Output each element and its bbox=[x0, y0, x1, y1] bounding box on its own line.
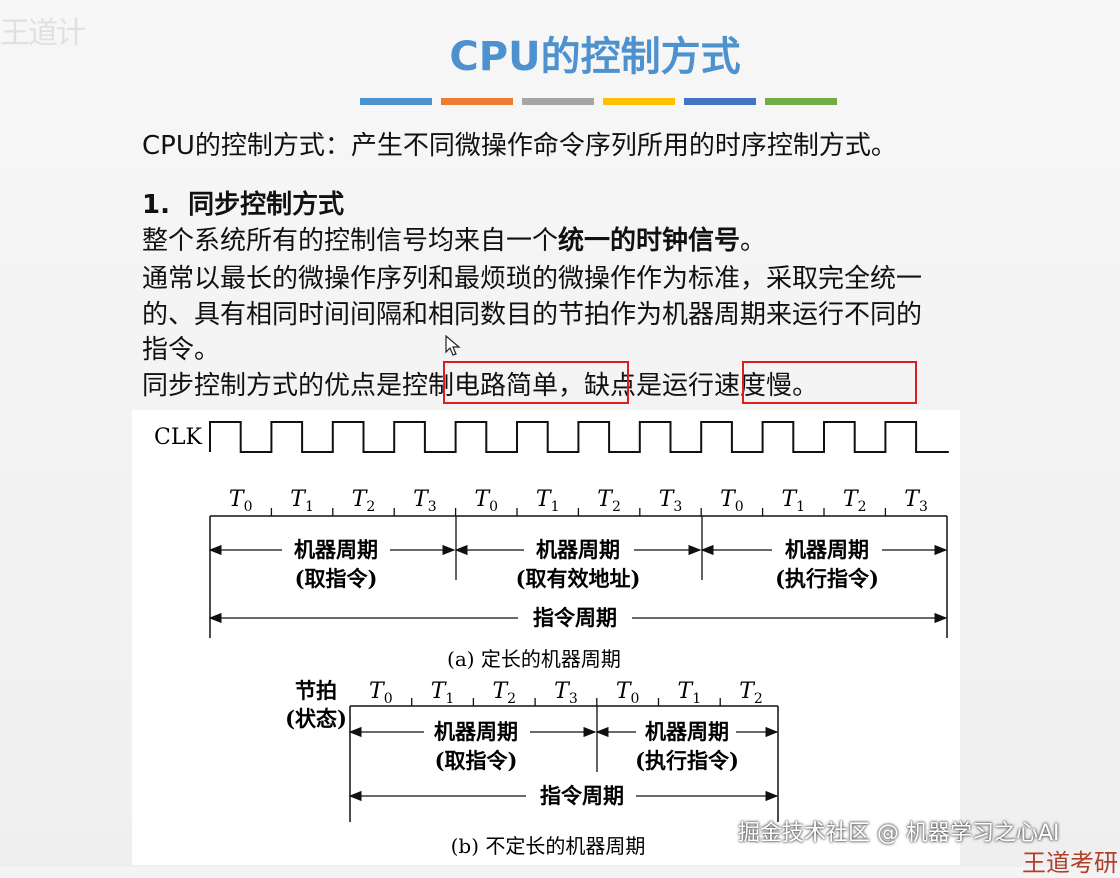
beat-label-b: T3 bbox=[554, 679, 578, 707]
paragraph-line-5: 同步控制方式的优点是控制电路简单，缺点是运行速度慢。 bbox=[142, 369, 818, 404]
line1-bold-term: 统一的时钟信号 bbox=[558, 226, 741, 256]
line5-mid: ，缺点是 bbox=[558, 371, 663, 401]
section-number: 1. bbox=[142, 190, 170, 220]
beat-label-a: T1 bbox=[290, 487, 314, 515]
instruction-cycle-label-b: 指令周期 bbox=[540, 783, 624, 808]
cycle-name-a3: (执行指令) bbox=[775, 566, 879, 591]
beat-label-b: T2 bbox=[739, 679, 763, 707]
beat-ticks-a bbox=[270, 508, 887, 516]
line5-prefix: 同步控制方式的优点是 bbox=[142, 371, 403, 401]
section-heading: 1. 同步控制方式 bbox=[142, 188, 344, 223]
slide-title: CPU的控制方式 bbox=[449, 34, 741, 80]
cycle-name-a2: (取有效地址) bbox=[516, 566, 641, 591]
beat-ticks-b bbox=[411, 698, 721, 706]
beat-label-a: T0 bbox=[229, 487, 253, 515]
caption-b: (b) 不定长的机器周期 bbox=[451, 834, 646, 858]
line1-suffix: 。 bbox=[740, 226, 767, 256]
beat-label-a: T0 bbox=[720, 487, 744, 515]
machine-cycle-label-a1: 机器周期 bbox=[294, 537, 378, 562]
cycle-name-b1: (取指令) bbox=[435, 748, 518, 773]
beat-label-a: T2 bbox=[843, 487, 867, 515]
advantage-text: 控制电路简单 bbox=[402, 371, 559, 401]
beat-label-b: 节拍 bbox=[295, 678, 337, 703]
title-color-bar bbox=[684, 98, 756, 105]
title-color-bar bbox=[441, 98, 513, 105]
machine-cycle-label-a3: 机器周期 bbox=[785, 537, 869, 562]
beat-label-a: T2 bbox=[352, 487, 376, 515]
line5-suffix: 。 bbox=[792, 371, 819, 401]
line1-prefix: 整个系统所有的控制信号均来自一个 bbox=[142, 226, 559, 256]
title-color-bar bbox=[603, 98, 675, 105]
beat-label-a: T1 bbox=[781, 487, 805, 515]
advantage-highlight-box bbox=[443, 361, 629, 404]
paragraph-line-3: 的、具有相同时间间隔和相同数目的节拍作为机器周期来运行不同的 bbox=[142, 300, 923, 330]
paragraph-line-1: 整个系统所有的控制信号均来自一个统一的时钟信号。 bbox=[142, 224, 766, 259]
instruction-cycle-label-a: 指令周期 bbox=[533, 605, 617, 630]
beat-label-a: T0 bbox=[474, 487, 498, 515]
caption-a: (a) 定长的机器周期 bbox=[447, 647, 621, 671]
disadvantage-text: 运行速度慢 bbox=[662, 371, 793, 401]
beat-label-a: T3 bbox=[659, 487, 683, 515]
paragraph-line-2: 通常以最长的微操作序列和最烦琐的微操作作为标准，采取完全统一 bbox=[142, 264, 923, 294]
beat-label-a: T2 bbox=[597, 487, 621, 515]
corner-brand-text: 王道考研 bbox=[1022, 849, 1118, 877]
disadvantage-highlight-box bbox=[742, 361, 917, 404]
machine-cycle-label-b2: 机器周期 bbox=[645, 719, 729, 744]
mouse-cursor-icon bbox=[445, 335, 461, 356]
machine-cycle-label-b1: 机器周期 bbox=[434, 719, 518, 744]
beat-label-a: T3 bbox=[904, 487, 928, 515]
watermark: 掘金技术社区 @ 机器学习之心AI bbox=[738, 821, 1060, 846]
beat-label-b: T2 bbox=[492, 679, 516, 707]
title-color-bar bbox=[360, 98, 432, 105]
beat-label-b: T1 bbox=[678, 679, 702, 707]
machine-cycle-label-a2: 机器周期 bbox=[536, 537, 620, 562]
logo: 王道计 bbox=[0, 16, 86, 51]
clk-label: CLK bbox=[154, 425, 202, 450]
clock-waveform bbox=[209, 421, 949, 453]
paragraph-line-4: 指令。 bbox=[142, 335, 221, 365]
beat-label-b: T0 bbox=[616, 679, 640, 707]
beat-label-b: T0 bbox=[369, 679, 393, 707]
beat-label-a: T1 bbox=[536, 487, 560, 515]
beats-row-b: T0 T1 T2 T3 T0 T1 T2 bbox=[369, 679, 763, 707]
beat-label-b: T1 bbox=[431, 679, 455, 707]
title-color-bar bbox=[765, 98, 837, 105]
definition-text: CPU的控制方式：产生不同微操作命令序列所用的时序控制方式。 bbox=[142, 131, 897, 161]
section-title: 同步控制方式 bbox=[188, 190, 345, 220]
cycle-name-b2: (执行指令) bbox=[635, 748, 739, 773]
beat-label-a: T3 bbox=[413, 487, 437, 515]
state-label-b: (状态) bbox=[285, 706, 347, 731]
title-color-bar bbox=[522, 98, 594, 105]
cycle-name-a1: (取指令) bbox=[295, 566, 378, 591]
